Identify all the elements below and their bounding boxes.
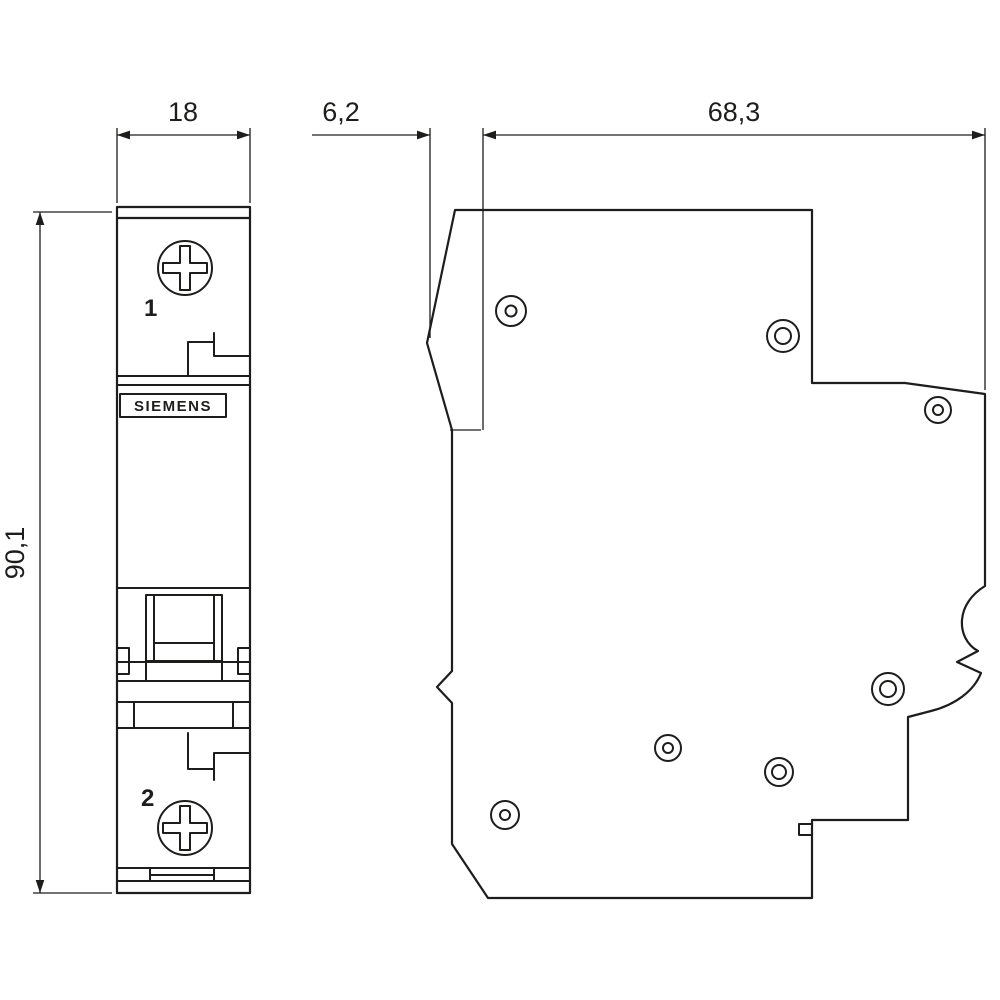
dimension-height: 90,1 bbox=[0, 211, 112, 894]
side-latch-tabs bbox=[116, 647, 251, 729]
dimension-side-offset: 6,2 bbox=[312, 97, 431, 338]
dim-value-side-depth: 68,3 bbox=[708, 97, 761, 127]
dimension-side-depth: 68,3 bbox=[482, 97, 986, 430]
rivet-pin-icon bbox=[662, 742, 674, 754]
arrow-right-icon bbox=[237, 130, 250, 140]
rivet-pin-icon bbox=[932, 404, 944, 416]
arrow-right-icon bbox=[972, 130, 985, 140]
brand-label: SIEMENS bbox=[134, 398, 212, 415]
rivet-pin-icon bbox=[879, 680, 897, 698]
rivet-hole-icon bbox=[871, 672, 905, 706]
toggle-body bbox=[145, 594, 223, 682]
arrow-right-icon bbox=[417, 130, 430, 140]
rivet-pin-icon bbox=[771, 764, 787, 780]
arrow-left-icon bbox=[483, 130, 496, 140]
side-view bbox=[425, 208, 987, 900]
arrow-left-icon bbox=[117, 130, 130, 140]
rivet-hole-icon bbox=[764, 757, 794, 787]
screw-head-icon bbox=[157, 240, 213, 296]
screw-terminal-bottom: 2 bbox=[141, 785, 213, 856]
mounting-holes bbox=[490, 295, 952, 830]
screw-head-icon bbox=[157, 800, 213, 856]
extension-lines bbox=[33, 211, 112, 894]
terminal-label-bottom: 2 bbox=[141, 785, 154, 812]
extension-lines bbox=[482, 128, 986, 430]
rivet-hole-icon bbox=[654, 734, 682, 762]
screw-terminal-top: 1 bbox=[144, 240, 213, 322]
rivet-pin-icon bbox=[499, 809, 511, 821]
rivet-hole-icon bbox=[766, 319, 800, 353]
rivet-pin-icon bbox=[504, 304, 518, 318]
dim-value-front-width: 18 bbox=[168, 97, 198, 127]
arrow-up-icon bbox=[35, 212, 45, 225]
brand-plate-frame bbox=[119, 393, 227, 418]
terminal-label-top: 1 bbox=[144, 295, 157, 322]
side-body-outline bbox=[425, 208, 987, 900]
rivet-hole-icon bbox=[495, 295, 527, 327]
front-view: 1 SIEMENS 2 bbox=[115, 205, 252, 895]
side-small-tab bbox=[798, 823, 813, 836]
arrow-down-icon bbox=[35, 880, 45, 893]
dim-value-height: 90,1 bbox=[0, 527, 30, 580]
toggle-switch bbox=[116, 594, 251, 729]
rivet-hole-icon bbox=[490, 800, 520, 830]
dim-value-side-offset: 6,2 bbox=[322, 97, 360, 127]
phillips-cross-icon bbox=[162, 805, 208, 851]
front-body-outline bbox=[115, 205, 252, 895]
terminal-slot-top bbox=[187, 332, 251, 377]
brand-plate: SIEMENS bbox=[119, 393, 227, 418]
extension-lines bbox=[116, 128, 251, 203]
phillips-cross-icon bbox=[162, 245, 208, 291]
rivet-hole-icon bbox=[924, 396, 952, 424]
terminal-slot-bottom bbox=[187, 732, 251, 781]
bottom-mount-tab bbox=[149, 867, 215, 882]
rivet-pin-icon bbox=[774, 327, 792, 345]
dimension-front-width: 18 bbox=[116, 97, 251, 203]
